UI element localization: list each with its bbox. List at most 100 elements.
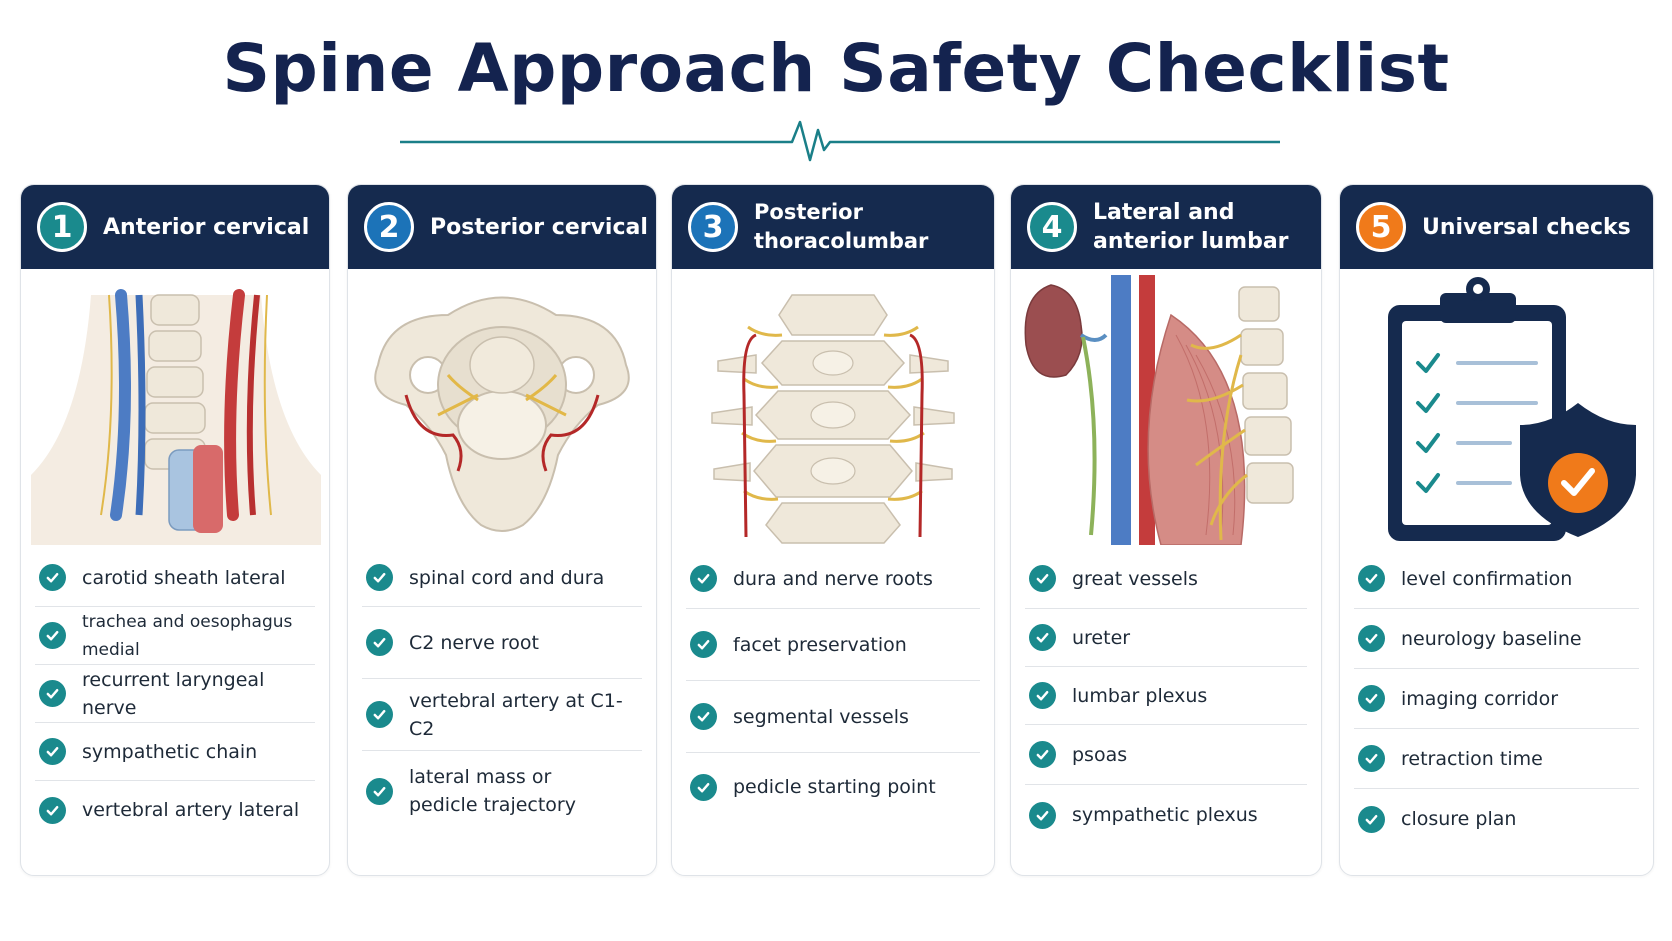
check-icon [1029,624,1056,651]
item-text: sympathetic plexus [1072,804,1258,826]
item-text: great vessels [1072,567,1198,590]
step-number-badge: 5 [1356,202,1406,252]
check-icon [366,701,393,728]
clipboard-shield-icon [1388,277,1636,541]
item-text: retraction time [1401,747,1543,770]
checklist: great vessels ureter lumbar plexus psoas… [1025,549,1307,845]
item-text: psoas [1072,743,1128,766]
check-icon [690,703,717,730]
list-item: recurrent laryngeal nerve [35,665,315,723]
list-item: spinal cord and dura [362,549,642,607]
item-text: recurrent laryngeal nerve [82,668,265,719]
check-icon [39,680,66,707]
check-icon [1358,565,1385,592]
checklist: spinal cord and dura C2 nerve root verte… [362,549,642,831]
list-item: lateral mass or pedicle trajectory [362,751,642,831]
card-header: 2 Posterior cervical [348,185,656,269]
checklist: dura and nerve roots facet preservation … [686,549,980,821]
card-header: 4 Lateral and anterior lumbar [1011,185,1321,269]
check-icon [690,565,717,592]
card-header: 5 Universal checks [1340,185,1653,269]
item-text: sympathetic chain [82,740,258,763]
heartbeat-divider-icon [400,120,1280,162]
list-item: closure plan [1354,789,1639,849]
checklist: level confirmation neurology baseline im… [1354,549,1639,849]
list-item: pedicle starting point [686,753,980,821]
card-title: Anterior cervical [103,214,310,240]
list-item: vertebral artery at C1-C2 [362,679,642,751]
list-item: imaging corridor [1354,669,1639,729]
check-icon [366,564,393,591]
list-item: psoas [1025,725,1307,785]
check-icon [1029,682,1056,709]
item-text: dura and nerve roots [733,567,933,590]
list-item: great vessels [1025,549,1307,609]
list-item: sympathetic chain [35,723,315,781]
check-icon [366,777,393,805]
item-text: lumbar plexus [1072,684,1208,707]
card-posterior-cervical: 2 Posterior cervical spinal cord and dur… [347,184,657,876]
check-icon [366,629,393,656]
item-text: vertebral artery lateral [82,799,300,821]
anterior-cervical-anatomy-illustration [31,289,321,545]
item-text: ureter [1072,626,1131,649]
check-icon [39,738,66,765]
list-item: dura and nerve roots [686,549,980,609]
check-icon [39,622,66,649]
list-item: retraction time [1354,729,1639,789]
step-number-badge: 3 [688,202,738,252]
step-number-badge: 1 [37,202,87,252]
lumbar-anatomy-illustration [1024,275,1294,545]
check-icon [1358,745,1385,772]
card-title: Posterior cervical [430,214,648,240]
page-title: Spine Approach Safety Checklist [222,30,1450,107]
step-number-badge: 2 [364,202,414,252]
card-anterior-cervical: 1 Anterior cervical carotid sheath later… [20,184,330,876]
item-text: trachea and oesophagus medial [82,611,293,660]
item-text: facet preservation [733,633,907,656]
list-item: facet preservation [686,609,980,681]
item-text: segmental vessels [733,705,909,728]
item-text: vertebral artery at C1-C2 [409,689,623,740]
card-header: 3 Posterior thoracolumbar [672,185,994,269]
step-number-badge: 4 [1027,202,1077,252]
list-item: neurology baseline [1354,609,1639,669]
list-item: ureter [1025,609,1307,667]
card-title: Posterior thoracolumbar [754,200,929,253]
checklist: carotid sheath lateral trachea and oesop… [35,549,315,839]
thoracolumbar-spine-illustration [711,294,955,544]
list-item: segmental vessels [686,681,980,753]
check-icon [1029,801,1056,829]
list-item: C2 nerve root [362,607,642,679]
item-text: pedicle starting point [733,776,936,798]
card-title: Lateral and anterior lumbar [1093,200,1289,254]
check-icon [1029,741,1056,768]
list-item: vertebral artery lateral [35,781,315,839]
item-text: spinal cord and dura [409,566,605,589]
check-icon [39,796,66,824]
check-icon [1358,685,1385,712]
list-item: sympathetic plexus [1025,785,1307,845]
check-icon [1358,805,1385,833]
item-text: C2 nerve root [409,631,540,654]
check-icon [690,631,717,658]
check-icon [1029,565,1056,592]
item-text: imaging corridor [1401,687,1559,710]
item-text: closure plan [1401,808,1517,830]
item-text: neurology baseline [1401,627,1582,650]
card-universal-checks: 5 Universal checks level confirmation ne… [1339,184,1654,876]
cervical-vertebra-illustration [374,296,630,532]
check-icon [690,773,717,801]
item-text: lateral mass or pedicle trajectory [409,766,576,816]
check-icon [1358,625,1385,652]
card-lateral-anterior-lumbar: 4 Lateral and anterior lumbar great vess… [1010,184,1322,876]
card-header: 1 Anterior cervical [21,185,329,269]
check-icon [39,564,66,591]
card-posterior-thoracolumbar: 3 Posterior thoracolumbar dura and [671,184,995,876]
card-title: Universal checks [1422,214,1631,240]
list-item: trachea and oesophagus medial [35,607,315,665]
list-item: carotid sheath lateral [35,549,315,607]
item-text: level confirmation [1401,567,1573,590]
list-item: lumbar plexus [1025,667,1307,725]
list-item: level confirmation [1354,549,1639,609]
